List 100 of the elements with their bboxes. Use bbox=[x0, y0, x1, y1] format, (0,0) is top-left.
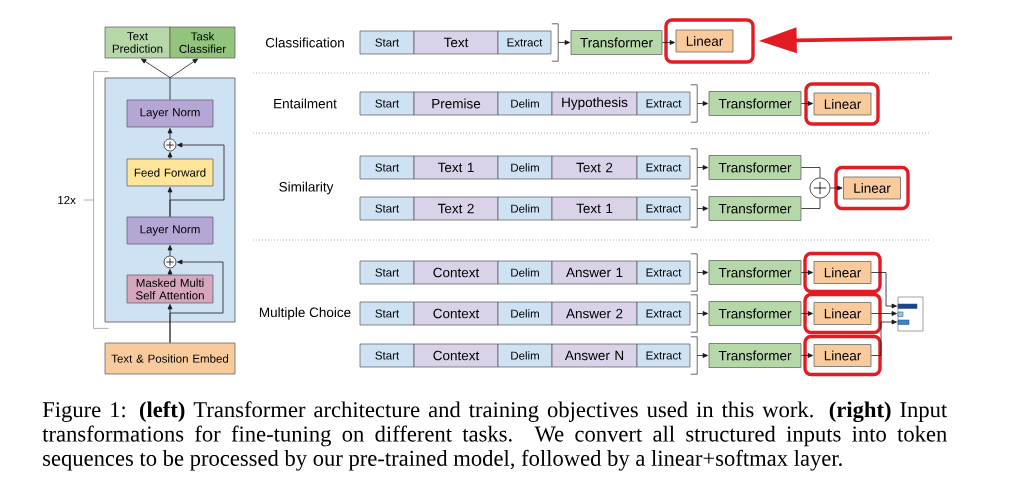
arrow bbox=[696, 311, 708, 316]
token-box: Delim bbox=[497, 91, 553, 116]
arrow bbox=[870, 319, 897, 356]
arrow bbox=[870, 311, 897, 316]
highlight-frame bbox=[664, 18, 755, 64]
output-box: Text Prediction bbox=[104, 26, 171, 59]
connector-line bbox=[800, 167, 821, 178]
transformer-box: Transformer bbox=[708, 196, 802, 221]
token-box: Start bbox=[359, 260, 415, 285]
bracket bbox=[690, 189, 698, 228]
token-box: Start bbox=[359, 301, 415, 326]
task-label: Similarity bbox=[279, 181, 334, 195]
task-label: Classification bbox=[265, 37, 344, 48]
token-box: Extract bbox=[636, 343, 691, 368]
arrow bbox=[169, 58, 199, 78]
linear-box: Linear bbox=[675, 29, 734, 53]
token-box: Answer N bbox=[551, 343, 638, 368]
transformer-box: Transformer bbox=[708, 301, 802, 326]
bracket bbox=[690, 84, 698, 123]
arrow bbox=[696, 353, 708, 358]
arrow bbox=[140, 58, 171, 78]
bracket bbox=[690, 253, 698, 292]
linear-box: Linear bbox=[813, 302, 872, 325]
token-box: Context bbox=[413, 343, 499, 368]
bracket bbox=[690, 294, 698, 333]
token-box: Extract bbox=[636, 91, 691, 116]
arrow bbox=[169, 259, 224, 344]
arrow bbox=[800, 311, 813, 316]
token-box: Extract bbox=[636, 196, 691, 221]
arrow bbox=[696, 270, 708, 275]
arrow bbox=[696, 165, 708, 170]
bracket bbox=[690, 148, 698, 187]
token-box: Extract bbox=[636, 155, 691, 180]
arrow bbox=[800, 353, 813, 358]
plus-circle bbox=[809, 177, 831, 199]
task-label: Multiple Choice bbox=[259, 307, 351, 320]
token-box: Text 1 bbox=[551, 196, 638, 221]
transformer-box: Transformer bbox=[708, 343, 802, 368]
token-box: Context bbox=[413, 260, 499, 285]
token-box: Delim bbox=[497, 196, 553, 221]
bracket bbox=[690, 336, 698, 375]
arrow bbox=[696, 101, 708, 106]
highlight-frame bbox=[804, 82, 880, 126]
token-box: Start bbox=[359, 196, 415, 221]
token-box: Context bbox=[413, 301, 499, 326]
connector-line bbox=[800, 198, 821, 209]
linear-box: Linear bbox=[813, 261, 872, 284]
arrow bbox=[167, 128, 173, 139]
bracket bbox=[551, 23, 559, 62]
token-box: Delim bbox=[497, 260, 553, 285]
layer-box: Feed Forward bbox=[126, 158, 214, 187]
token-box: Hypothesis bbox=[551, 91, 638, 116]
token-box: Text bbox=[413, 30, 499, 55]
token-box: Start bbox=[359, 343, 415, 368]
arrow bbox=[870, 272, 897, 309]
highlight-frame bbox=[803, 292, 882, 335]
token-box: Premise bbox=[413, 91, 499, 116]
layer-box: Layer Norm bbox=[126, 99, 214, 128]
layer-box: Layer Norm bbox=[126, 216, 214, 245]
embed-box: Text & Position Embed bbox=[104, 342, 236, 375]
arrow bbox=[169, 142, 225, 218]
transformer-box: Transformer bbox=[708, 155, 802, 180]
token-box: Start bbox=[359, 155, 415, 180]
highlight-frame bbox=[834, 165, 910, 211]
token-box: Start bbox=[359, 30, 415, 55]
bar-chart-icon bbox=[897, 296, 924, 332]
token-box: Delim bbox=[497, 343, 553, 368]
token-box: Text 1 bbox=[413, 155, 499, 180]
connector-line bbox=[169, 77, 171, 101]
linear-box: Linear bbox=[813, 344, 872, 367]
token-box: Extract bbox=[636, 301, 691, 326]
linear-box: Linear bbox=[813, 92, 872, 116]
token-box: Answer 2 bbox=[551, 301, 638, 326]
token-box: Text 2 bbox=[551, 155, 638, 180]
token-box: Answer 1 bbox=[551, 260, 638, 285]
arrow bbox=[167, 245, 173, 256]
arrow bbox=[800, 101, 813, 106]
token-box: Extract bbox=[497, 30, 552, 55]
arrow bbox=[800, 270, 813, 275]
token-box: Extract bbox=[636, 260, 691, 285]
highlight-frame bbox=[803, 251, 882, 294]
arrow bbox=[167, 152, 173, 160]
output-box: Task Classifier bbox=[169, 26, 236, 59]
highlight-frame bbox=[803, 334, 882, 377]
token-box: Text 2 bbox=[413, 196, 499, 221]
task-label: Entailment bbox=[274, 98, 337, 109]
arrow bbox=[830, 185, 843, 191]
layer-box: Masked Multi Self Attention bbox=[126, 274, 214, 304]
repeat-count: 12x bbox=[58, 196, 76, 204]
arrow bbox=[696, 206, 708, 211]
arrow bbox=[661, 40, 675, 45]
arrow bbox=[167, 269, 173, 276]
token-box: Delim bbox=[497, 301, 553, 326]
token-box: Start bbox=[359, 91, 415, 116]
token-box: Delim bbox=[497, 155, 553, 180]
caption: Figure 1: (left) Transformer architecture and training objectives used in this work. (right) Input transformations for fine-tuning on different tasks. We convert all structured inputs into token sequences to be processed by our pre-trained model, followed by a linear+softmax layer. bbox=[42, 401, 948, 471]
linear-box: Linear bbox=[843, 176, 901, 200]
arrow bbox=[557, 40, 570, 45]
transformer-box: Transformer bbox=[708, 91, 802, 116]
transformer-box: Transformer bbox=[708, 260, 802, 285]
